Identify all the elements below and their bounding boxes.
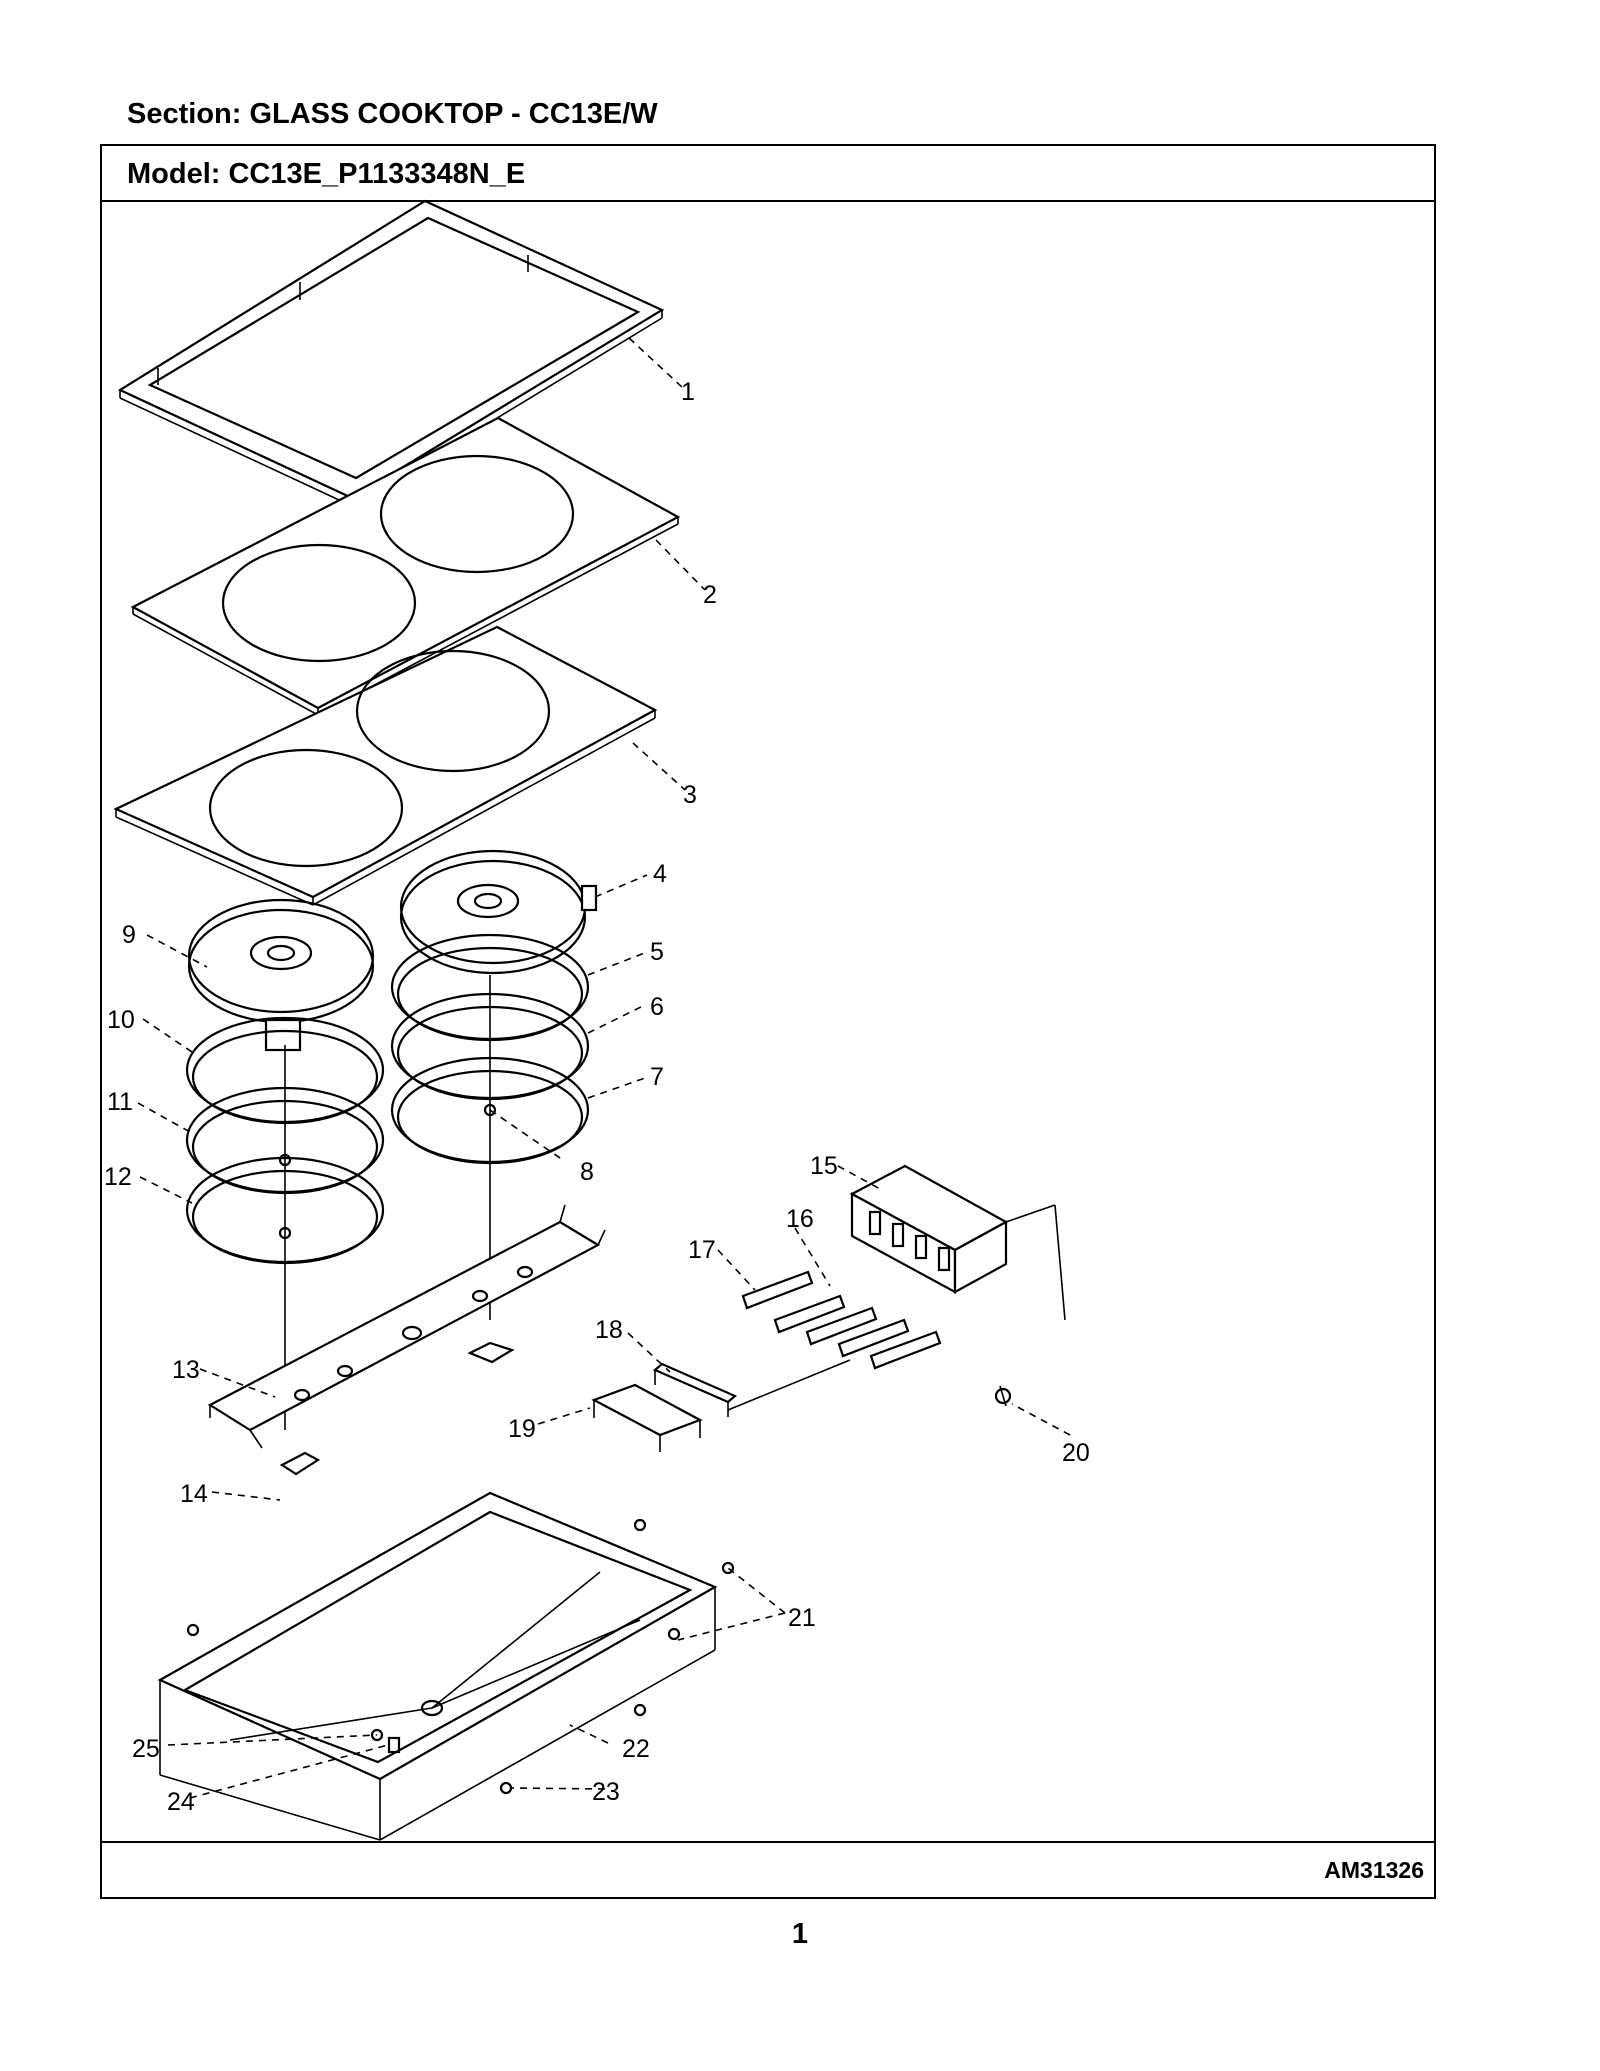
callout-14: 14 bbox=[180, 1480, 208, 1508]
section-title: Section: GLASS COOKTOP - CC13E/W bbox=[127, 98, 658, 130]
diagram-frame: Model: CC13E_P1133348N_E AM31326 bbox=[100, 144, 1436, 1899]
callout-8: 8 bbox=[580, 1158, 594, 1186]
part-bracket-13 bbox=[207, 1204, 606, 1449]
leader-lines bbox=[137, 337, 1071, 1799]
footer-bar: AM31326 bbox=[102, 1841, 1434, 1897]
callout-19: 19 bbox=[508, 1415, 536, 1443]
part-glass-top bbox=[130, 416, 681, 716]
callout-labels: 1 2 3 4 5 6 7 8 9 10 11 12 13 14 15 16 1… bbox=[104, 378, 1090, 1816]
part-box-22 bbox=[157, 1491, 718, 1841]
callout-17: 17 bbox=[688, 1236, 716, 1264]
part-plate-14 bbox=[279, 1451, 321, 1476]
part-screw-25 bbox=[370, 1728, 384, 1742]
model-bar: Model: CC13E_P1133348N_E bbox=[102, 146, 1434, 202]
callout-11: 11 bbox=[107, 1088, 133, 1116]
callout-1: 1 bbox=[681, 378, 695, 406]
callout-6: 6 bbox=[650, 993, 664, 1021]
callout-5: 5 bbox=[650, 938, 664, 966]
part-clip-24 bbox=[387, 1736, 401, 1754]
callout-16: 16 bbox=[786, 1205, 814, 1233]
page-number: 1 bbox=[791, 1918, 809, 1950]
callout-10: 10 bbox=[107, 1006, 135, 1034]
callout-9: 9 bbox=[122, 921, 136, 949]
callout-23: 23 bbox=[592, 1778, 620, 1806]
callout-24: 24 bbox=[167, 1788, 195, 1816]
callout-7: 7 bbox=[650, 1063, 664, 1091]
callout-15: 15 bbox=[810, 1152, 838, 1180]
part-trim-frame bbox=[117, 199, 665, 507]
part-screws-21 bbox=[186, 1518, 735, 1717]
part-bracket-19 bbox=[591, 1383, 703, 1452]
callout-13: 13 bbox=[172, 1356, 200, 1384]
callout-2: 2 bbox=[703, 581, 717, 609]
callout-25: 25 bbox=[132, 1735, 160, 1763]
part-screw-20 bbox=[994, 1385, 1012, 1407]
callout-4: 4 bbox=[653, 860, 667, 888]
callout-21: 21 bbox=[788, 1604, 816, 1632]
callout-3: 3 bbox=[683, 781, 697, 809]
callout-20: 20 bbox=[1062, 1439, 1090, 1467]
part-connectors bbox=[741, 1270, 942, 1370]
diagram-id: AM31326 bbox=[1324, 1857, 1424, 1883]
callout-18: 18 bbox=[595, 1316, 623, 1344]
part-screw-23 bbox=[499, 1781, 513, 1795]
model-title: Model: CC13E_P1133348N_E bbox=[127, 158, 526, 190]
part-support-sheet bbox=[113, 625, 658, 906]
part-terminal-block bbox=[849, 1164, 1066, 1321]
callout-12: 12 bbox=[104, 1163, 132, 1191]
part-clip-13b bbox=[467, 1341, 515, 1364]
part-left-element bbox=[187, 898, 375, 1052]
part-right-element bbox=[399, 849, 598, 975]
callout-22: 22 bbox=[622, 1735, 650, 1763]
